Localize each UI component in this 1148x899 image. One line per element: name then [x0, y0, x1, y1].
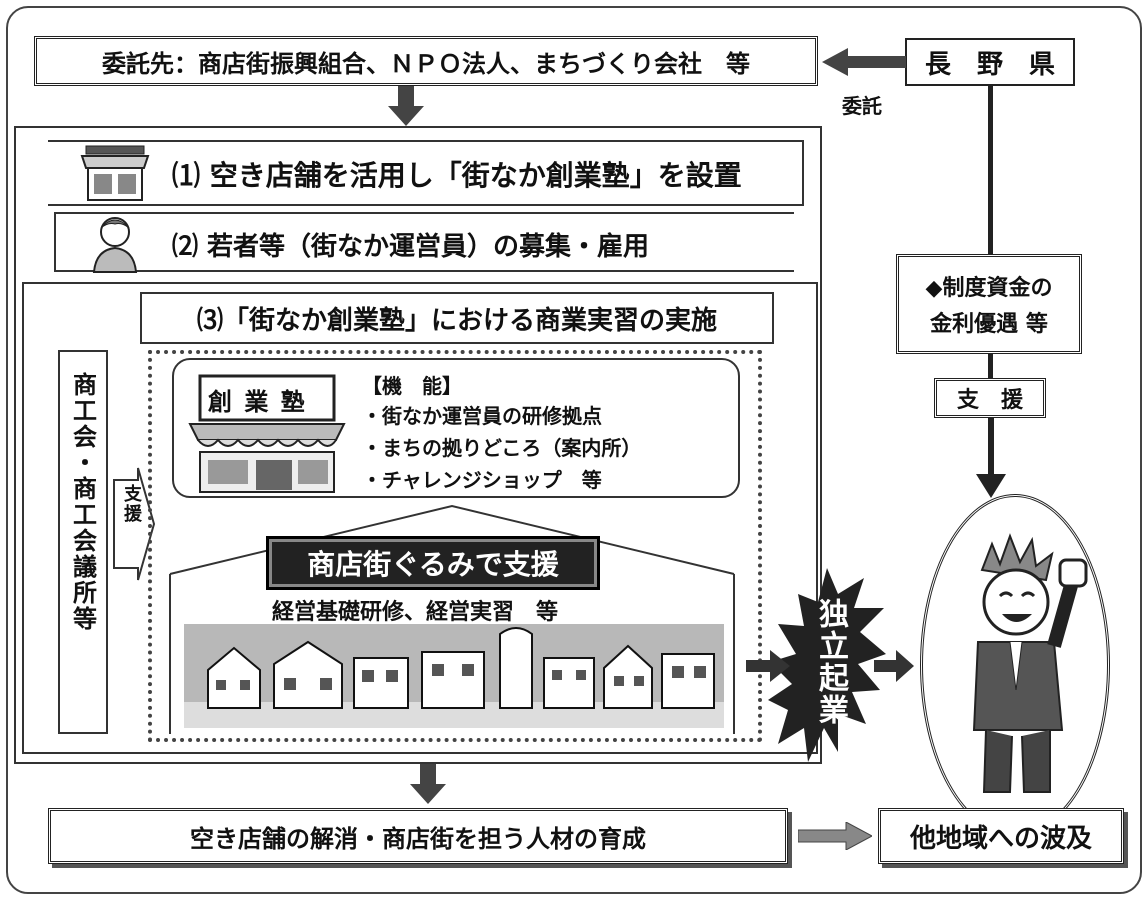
step2-text: ⑵ 若者等（街なか運営員）の募集・雇用	[172, 232, 650, 262]
activity-area	[148, 350, 762, 742]
prefecture-box: 長 野 県	[905, 38, 1075, 86]
financing-line-2: 金利優遇 等	[930, 312, 1048, 337]
down-arrow-to-program	[388, 86, 424, 126]
consign-arrow	[822, 48, 906, 76]
step1-text: ⑴ 空き店舗を活用し「街なか創業塾」を設置	[172, 159, 742, 192]
shop-icon	[80, 145, 150, 201]
step3-container	[22, 282, 818, 754]
independence-text: 独立起業	[813, 598, 848, 726]
contractor-box: 委託先：商店街振興組合、ＮＰＯ法人、まちづくり会社 等	[34, 36, 818, 86]
storefront-icon	[188, 374, 346, 493]
ripple-box: 他地域への波及	[878, 808, 1124, 864]
community-banner-text: 商店街ぐるみで支援	[307, 548, 559, 581]
program-container	[14, 126, 822, 764]
result-box: 空き店舗の解消・商店街を担う人材の育成	[48, 808, 788, 864]
ripple-arrow	[798, 822, 872, 850]
function-item-1: ・街なか運営員の研修拠点	[362, 404, 602, 428]
financing-line-1: ◆制度資金の	[925, 276, 1053, 301]
step1-box	[48, 140, 804, 206]
independence-arrows	[746, 650, 914, 682]
community-banner: 商店街ぐるみで支援	[266, 536, 600, 590]
community-roof	[169, 504, 735, 734]
outer-frame	[6, 6, 1142, 894]
chamber-support-label: 支援	[121, 484, 142, 524]
support-box: 支 援	[934, 378, 1046, 418]
townscape-illustration	[184, 624, 724, 728]
financing-line	[988, 354, 993, 378]
function-item-3: ・チャレンジショップ 等	[362, 468, 602, 492]
school-sign: 創 業 塾	[208, 388, 307, 416]
function-item-2: ・まちの拠りどころ（案内所）	[362, 436, 642, 460]
entrepreneur-illustration	[972, 533, 1088, 793]
prefecture-text: 長 野 県	[924, 49, 1055, 80]
consign-label: 委託	[842, 94, 882, 118]
chamber-text: 商工会・商工会議所等	[68, 372, 97, 632]
contractor-text: 委託先：商店街振興組合、ＮＰＯ法人、まちづくり会社 等	[102, 49, 750, 78]
result-text: 空き店舗の解消・商店街を担う人材の育成	[190, 824, 646, 853]
step2-box	[54, 212, 794, 272]
independence-burst	[768, 568, 886, 762]
support-box-text: 支 援	[956, 388, 1023, 413]
step3-title-box: ⑶「街なか創業塾」における商業実習の実施	[140, 292, 774, 344]
functions-title: 【機 能】	[362, 374, 462, 398]
chamber-box: 商工会・商工会議所等	[58, 350, 108, 734]
prefecture-line	[988, 86, 993, 254]
support-down-arrow	[976, 418, 1006, 498]
young-person-icon	[92, 217, 138, 273]
support-arrow-shape	[113, 467, 156, 581]
financing-box: ◆制度資金の 金利優遇 等	[896, 254, 1082, 354]
step3-text: ⑶「街なか創業塾」における商業実習の実施	[196, 305, 717, 336]
ripple-text: 他地域への波及	[909, 823, 1092, 854]
down-arrow-to-result	[410, 764, 446, 804]
training-text: 経営基礎研修、経営実習 等	[272, 600, 559, 625]
